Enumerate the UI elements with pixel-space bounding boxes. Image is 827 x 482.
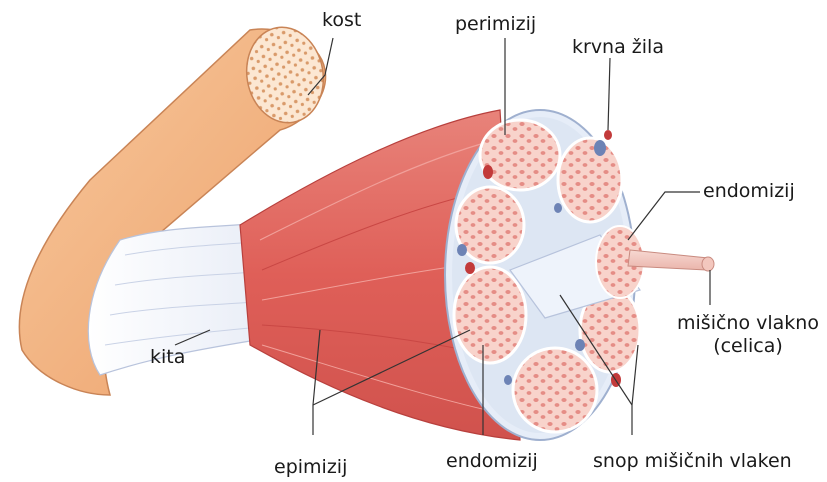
label-fascicle: snop mišičnih vlaken [593,450,792,473]
label-blood-vessel: krvna žila [572,36,664,59]
label-endomysium-bottom: endomizij [446,450,538,473]
label-muscle-fiber-line1: mišično vlakno [668,312,827,335]
label-muscle-fiber: mišično vlakno (celica) [668,312,827,358]
label-endomysium-top: endomizij [703,180,795,203]
label-bone: kost [322,9,361,32]
label-epimysium: epimizij [274,456,347,479]
label-muscle-fiber-line2: (celica) [668,335,827,358]
label-perimysium: perimizij [455,13,536,36]
label-tendon: kita [150,346,185,369]
